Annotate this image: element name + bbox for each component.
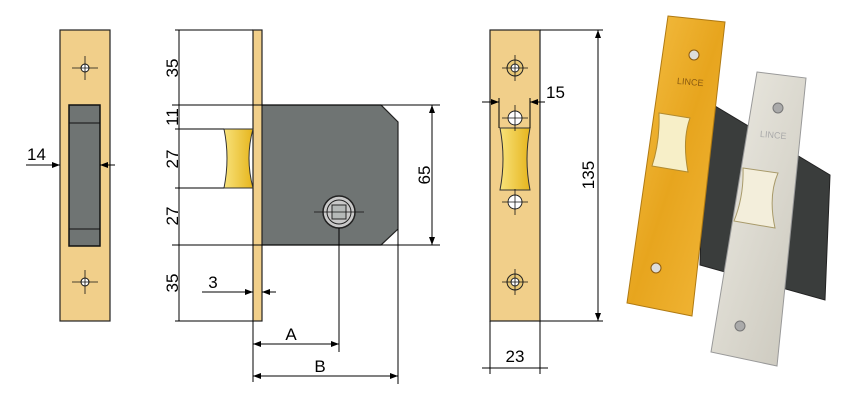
screw-hole-icon [72, 56, 98, 80]
latch-width-label: 15 [546, 83, 565, 102]
brass-latch [651, 112, 691, 173]
backset-label: A [285, 325, 297, 344]
silver-latch [733, 167, 779, 229]
faceplate-view: 15 135 23 [482, 29, 603, 374]
depth-label: B [314, 357, 325, 376]
front-view: 14 [26, 29, 115, 322]
side-faceplate [252, 29, 263, 322]
brand-logo: LINCE [677, 76, 704, 88]
screw-hole-icon [72, 270, 98, 294]
width-label: 23 [506, 347, 525, 366]
latch-bolt [223, 128, 254, 189]
offset-dimension-label: 11 [163, 108, 182, 126]
plate-thickness-label: 3 [208, 273, 217, 292]
side-view: 35 11 27 27 35 65 3 A B [163, 29, 440, 384]
brand-logo: LINCE [760, 129, 787, 141]
lower-dimension-label: 27 [163, 207, 182, 226]
latch-slot [68, 104, 101, 247]
top-dimension-label: 35 [163, 59, 182, 78]
height-label: 135 [579, 161, 598, 189]
bottom-dimension-label: 35 [163, 274, 182, 293]
product-photo: LINCE LINCE [626, 15, 831, 367]
spindle-hole-icon [314, 195, 364, 229]
latch-dimension-label: 27 [163, 150, 182, 169]
latch-slot [499, 127, 531, 191]
body-height-label: 65 [415, 166, 434, 185]
width-label: 14 [27, 145, 46, 164]
